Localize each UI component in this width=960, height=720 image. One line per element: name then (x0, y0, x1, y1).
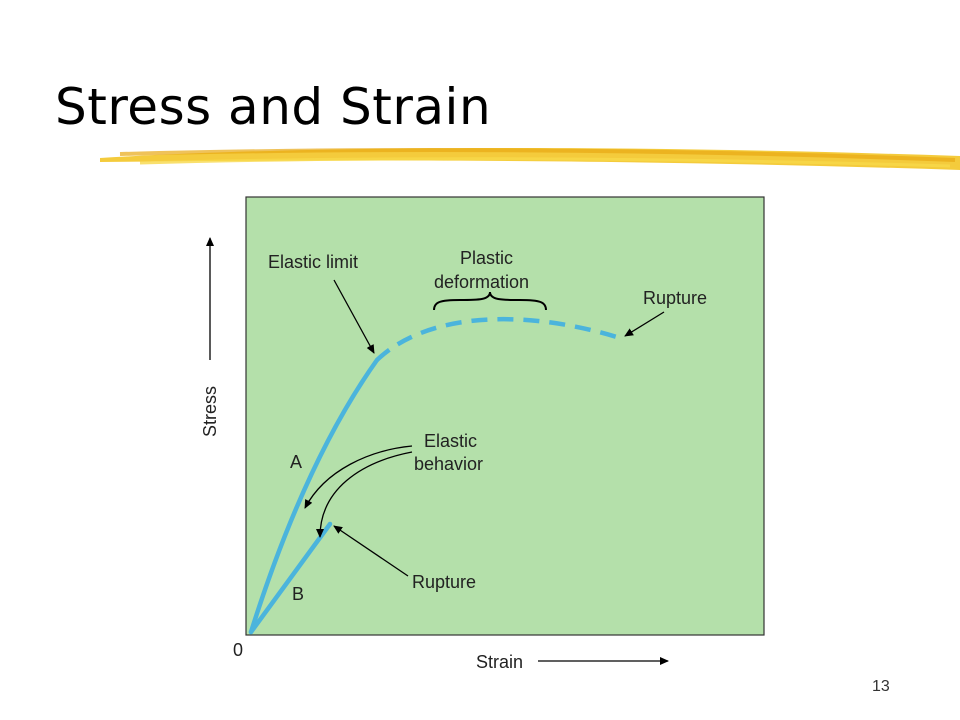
curve-a-elastic (248, 357, 380, 635)
plastic-label-line1: Plastic (460, 248, 513, 268)
curve-a-label: A (290, 452, 302, 472)
plastic-brace (433, 291, 547, 311)
page-number: 13 (872, 678, 890, 695)
curve-a-plastic (375, 316, 621, 362)
elastic-limit-label: Elastic limit (268, 252, 358, 272)
rupture-bottom-label: Rupture (412, 572, 476, 592)
stress-axis-label: Stress (200, 386, 220, 437)
plastic-label-line2: deformation (434, 272, 529, 292)
rupture-top-label: Rupture (643, 288, 707, 308)
elastic-behavior-arrow-a (304, 445, 413, 509)
elastic-limit-arrow (333, 279, 375, 354)
curve-b (248, 521, 333, 635)
curve-b-label: B (292, 584, 304, 604)
diagram-panel (245, 196, 765, 636)
strain-axis-label: Strain (476, 652, 523, 672)
rupture-top-arrow (624, 311, 665, 337)
rupture-bottom-arrow (333, 525, 409, 577)
elastic-behavior-line1: Elastic (424, 431, 477, 451)
elastic-behavior-arrow-b (316, 451, 413, 538)
elastic-behavior-line2: behavior (414, 454, 483, 474)
slide-title: Stress and Strain (55, 78, 492, 136)
origin-label: 0 (233, 640, 243, 660)
